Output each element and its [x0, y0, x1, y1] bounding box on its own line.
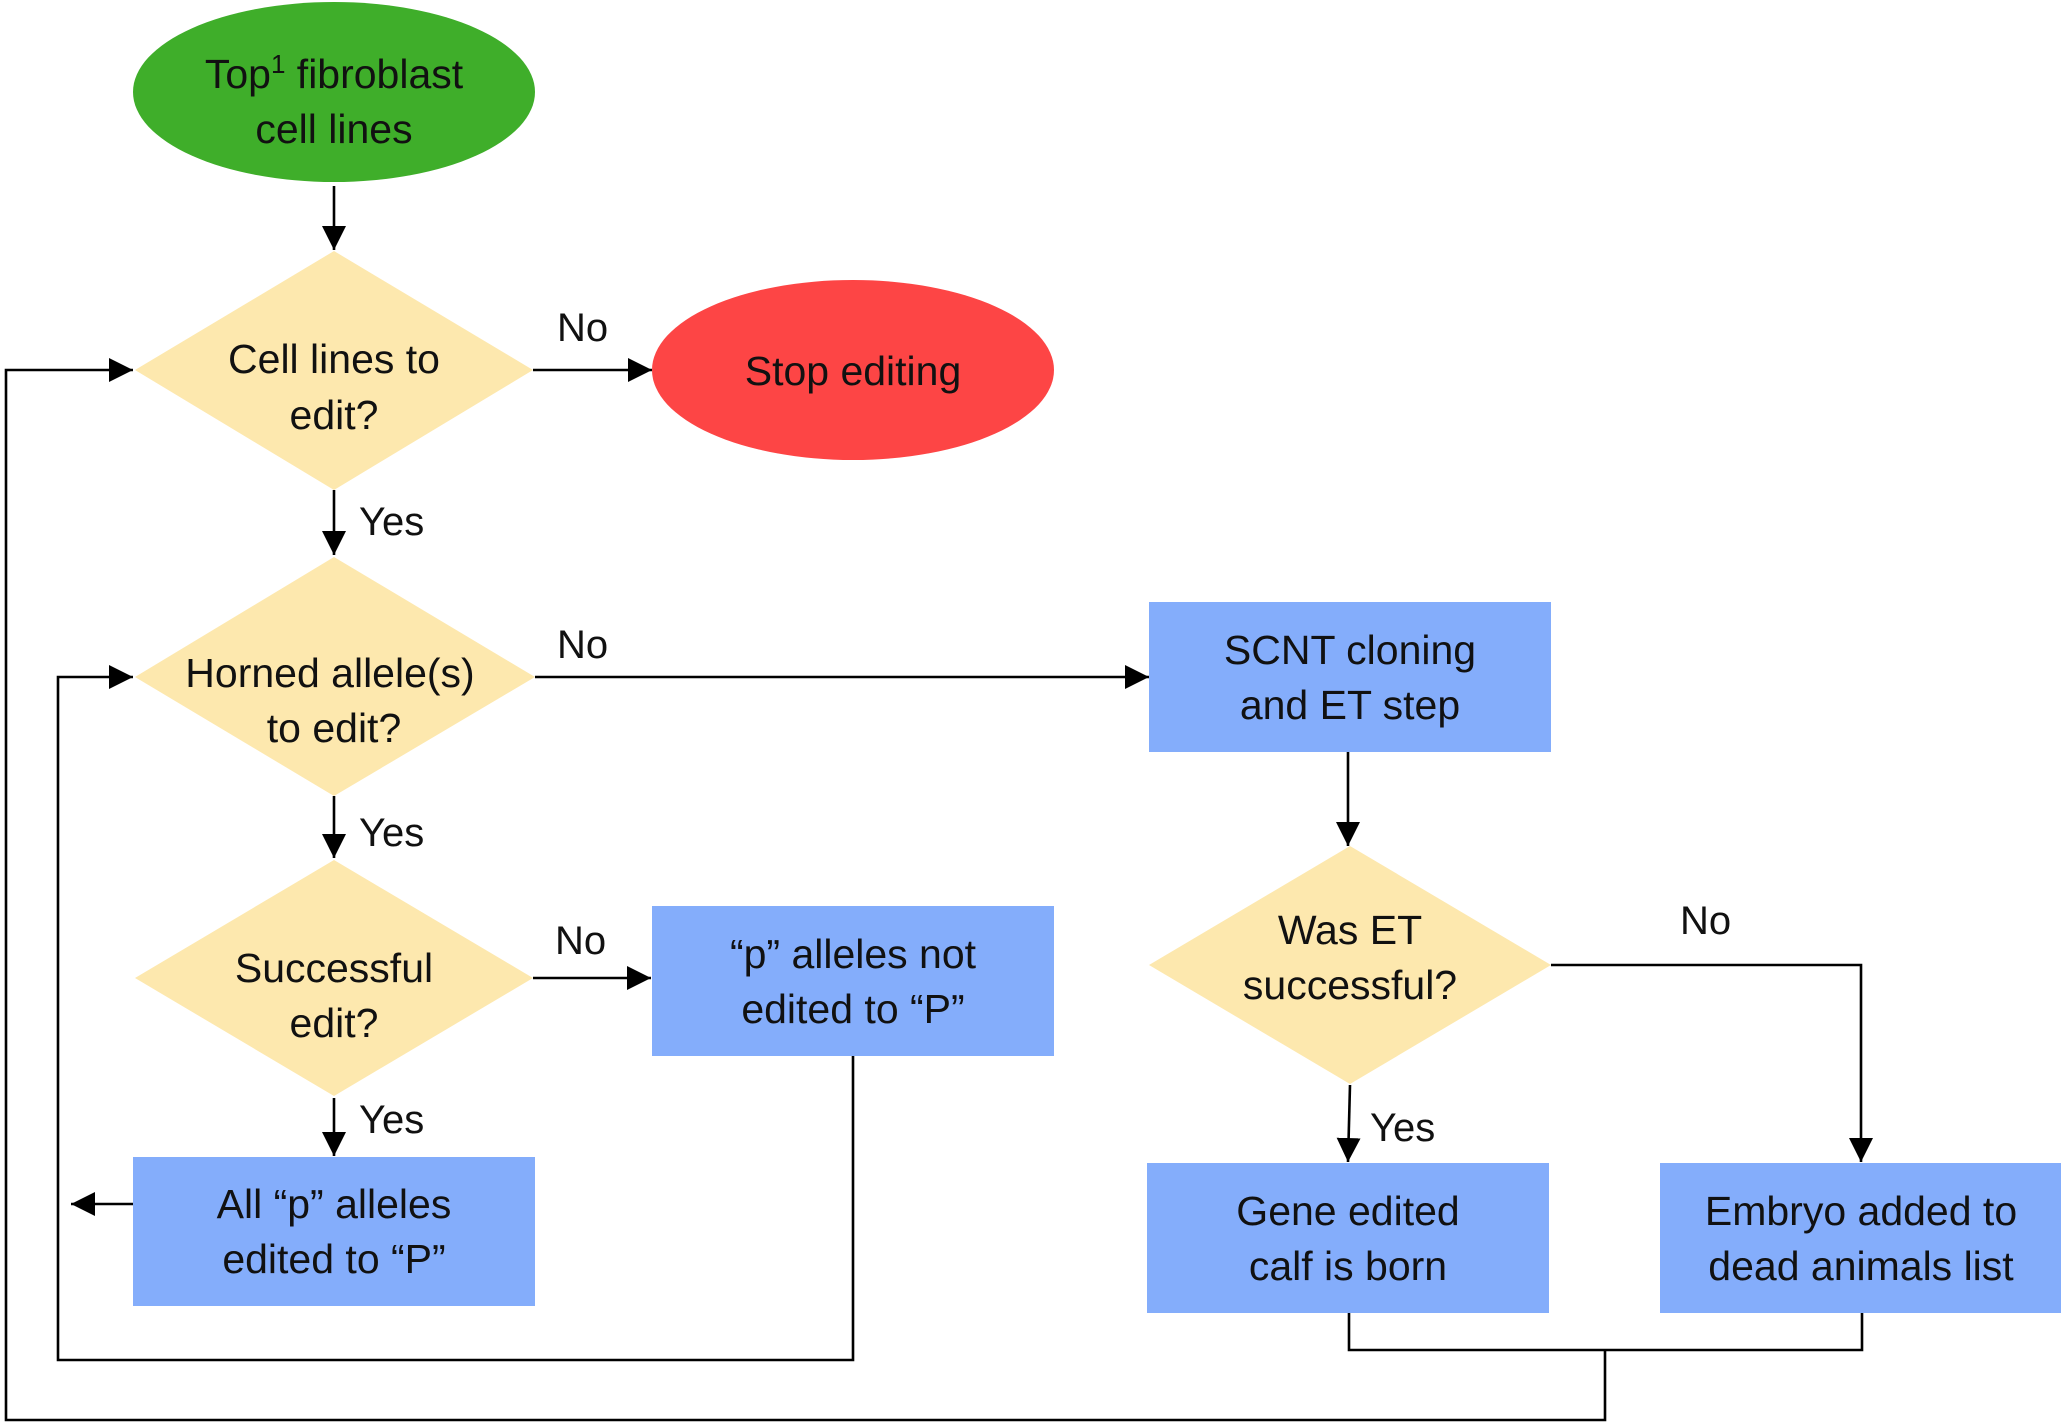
success-line1: Successful [235, 945, 433, 991]
horned-diamond [135, 557, 535, 796]
success-line2: edit? [290, 1000, 379, 1046]
label-cell-lines-no: No [557, 306, 608, 350]
edge-et-no [1551, 963, 1873, 1162]
et-decision: Was ET successful? [1149, 846, 1551, 1084]
calf-born-box [1147, 1163, 1549, 1313]
embryo-dead-line2: dead animals list [1708, 1243, 2014, 1289]
start-shape [133, 2, 535, 182]
label-success-no: No [555, 919, 606, 963]
et-diamond [1149, 846, 1551, 1084]
cell-lines-decision: Cell lines to edit? [135, 251, 533, 490]
success-decision: Successful edit? [135, 860, 533, 1096]
horned-decision: Horned allele(s) to edit? [135, 557, 535, 796]
horned-line1: Horned allele(s) [185, 650, 474, 696]
start-line1: Top1 fibroblast [205, 49, 464, 97]
scnt-line2: and ET step [1240, 682, 1460, 728]
scnt-node: SCNT cloning and ET step [1149, 602, 1551, 752]
edge-labels: No Yes No Yes No Yes No Yes [359, 306, 1731, 1150]
not-edited-box [652, 906, 1054, 1056]
edge-not-edited-loop [56, 665, 855, 1362]
scnt-line1: SCNT cloning [1224, 627, 1476, 673]
label-horned-no: No [557, 623, 608, 667]
embryo-dead-box [1660, 1163, 2061, 1313]
all-edited-line1: All “p” alleles [217, 1181, 452, 1227]
edge-et-yes [1336, 1084, 1361, 1163]
not-edited-line2: edited to “P” [741, 986, 964, 1032]
all-edited-box [133, 1157, 535, 1306]
label-cell-lines-yes: Yes [359, 500, 424, 544]
et-line2: successful? [1243, 962, 1457, 1008]
calf-born-node: Gene edited calf is born [1147, 1163, 1549, 1313]
calf-born-line1: Gene edited [1236, 1188, 1459, 1234]
cell-lines-line2: edit? [290, 392, 379, 438]
edge-outer-loop [4, 358, 1607, 1422]
label-et-no: No [1680, 899, 1731, 943]
stop-shape [652, 280, 1054, 460]
et-line1: Was ET [1278, 907, 1422, 953]
stop-node: Stop editing [652, 280, 1054, 460]
success-diamond [135, 860, 533, 1096]
cell-lines-line1: Cell lines to [228, 336, 440, 382]
label-et-yes: Yes [1370, 1106, 1435, 1150]
edge-outcomes-merge [1347, 1313, 1864, 1352]
label-horned-yes: Yes [359, 811, 424, 855]
label-success-yes: Yes [359, 1098, 424, 1142]
not-edited-line1: “p” alleles not [730, 931, 977, 977]
calf-born-line2: calf is born [1249, 1243, 1447, 1289]
scnt-box [1149, 602, 1551, 752]
all-edited-node: All “p” alleles edited to “P” [133, 1157, 535, 1306]
stop-label: Stop editing [745, 348, 962, 394]
cell-lines-diamond [135, 251, 533, 490]
embryo-dead-line1: Embryo added to [1705, 1188, 2017, 1234]
all-edited-line2: edited to “P” [222, 1236, 445, 1282]
not-edited-node: “p” alleles not edited to “P” [652, 906, 1054, 1056]
horned-line2: to edit? [267, 705, 402, 751]
start-line2: cell lines [255, 106, 412, 152]
connectors [4, 186, 1873, 1422]
start-node: Top1 fibroblast cell lines [133, 2, 535, 182]
embryo-dead-node: Embryo added to dead animals list [1660, 1163, 2061, 1313]
